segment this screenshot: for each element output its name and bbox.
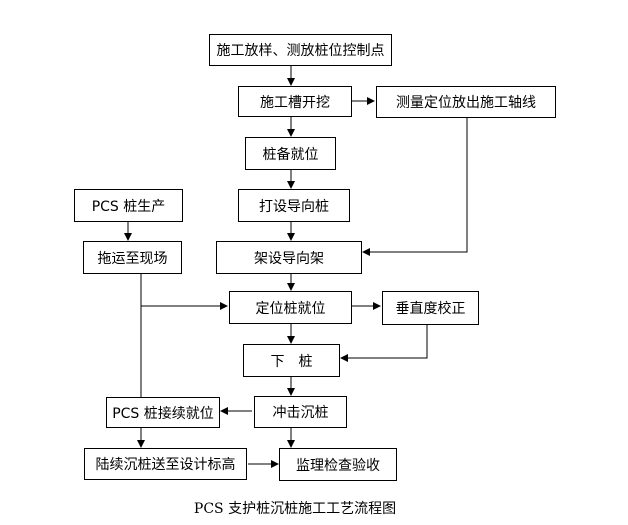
- node-guide-frame: 架设导向架: [216, 241, 362, 274]
- node-axis-lines: 测量定位放出施工轴线: [376, 86, 556, 118]
- node-positioning: 定位桩就位: [229, 291, 352, 324]
- node-continue-sinking: 陆续沉桩送至设计标高: [84, 448, 247, 480]
- node-inspection: 监理检查验收: [279, 448, 397, 481]
- diagram-caption: PCS 支护桩沉桩施工工艺流程图: [193, 501, 397, 517]
- node-lowering: 下 桩: [243, 344, 340, 377]
- arrow-verticality-to-lowering: [340, 324, 428, 362]
- node-trench: 施工槽开挖: [238, 86, 352, 117]
- node-verticality: 垂直度校正: [382, 291, 479, 325]
- node-pcs-splice: PCS 桩接续就位: [106, 397, 220, 428]
- node-survey-points: 施工放样、测放桩位控制点: [209, 34, 392, 66]
- node-pile-ready: 桩备就位: [245, 137, 336, 170]
- node-transport: 拖运至现场: [83, 241, 182, 274]
- node-pcs-production: PCS 桩生产: [74, 189, 183, 222]
- node-guide-pile: 打设导向桩: [238, 189, 350, 222]
- arrow-axis-to-frame: [362, 118, 468, 256]
- node-impact-sinking: 冲击沉桩: [254, 396, 347, 428]
